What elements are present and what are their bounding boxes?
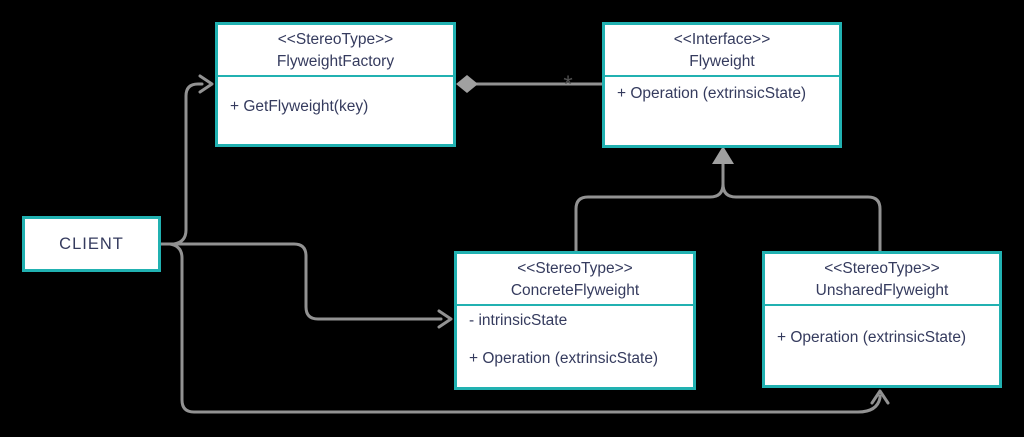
node-header: <<StereoType>> FlyweightFactory: [218, 25, 453, 77]
class-name: FlyweightFactory: [276, 53, 395, 70]
aggregation-diamond-icon: [456, 75, 478, 93]
node-header: <<StereoType>> ConcreteFlyweight: [457, 254, 693, 306]
class-name: Flyweight: [689, 53, 755, 70]
member-line: + GetFlyweight(key): [230, 98, 369, 115]
member-line: + Operation (extrinsicState): [617, 85, 807, 102]
arrowhead-into-factory-icon: [198, 74, 214, 94]
edge-client-to-concrete: [159, 242, 443, 321]
stereotype-label: <<StereoType>>: [277, 31, 394, 48]
stereotype-label: <<StereoType>>: [824, 260, 940, 277]
node-header: <<StereoType>> UnsharedFlyweight: [765, 254, 999, 306]
node-body: + Operation (extrinsicState): [605, 77, 839, 105]
edge-client-to-unshared: [159, 242, 882, 414]
arrowhead-into-unshared-icon: [870, 389, 890, 405]
node-body: - intrinsicState + Operation (extrinsicS…: [457, 306, 693, 370]
client-label: CLIENT: [59, 234, 124, 253]
node-body: + Operation (extrinsicState): [765, 306, 999, 349]
node-flyweight-factory: <<StereoType>> FlyweightFactory + GetFly…: [215, 22, 456, 147]
class-name: UnsharedFlyweight: [815, 282, 949, 299]
edge-generalization-concrete: [574, 162, 725, 253]
class-name: ConcreteFlyweight: [510, 282, 640, 299]
generalization-triangle-icon: [712, 146, 734, 164]
member-line: + Operation (extrinsicState): [469, 350, 659, 367]
member-line: - intrinsicState: [469, 312, 568, 329]
node-unshared-flyweight: <<StereoType>> UnsharedFlyweight + Opera…: [762, 251, 1002, 388]
multiplicity-label: *: [563, 71, 572, 98]
node-header: <<Interface>> Flyweight: [605, 25, 839, 77]
edge-client-to-factory: [159, 82, 204, 246]
node-body: + GetFlyweight(key): [218, 77, 453, 118]
edge-generalization-unshared: [721, 162, 882, 253]
arrowhead-into-concrete-icon: [437, 309, 453, 329]
stereotype-label: <<Interface>>: [673, 31, 771, 48]
stereotype-label: <<StereoType>>: [517, 260, 633, 277]
node-client: CLIENT: [22, 216, 161, 272]
node-concrete-flyweight: <<StereoType>> ConcreteFlyweight - intri…: [454, 251, 696, 390]
member-line: + Operation (extrinsicState): [777, 329, 967, 346]
node-flyweight: <<Interface>> Flyweight + Operation (ext…: [602, 22, 842, 148]
